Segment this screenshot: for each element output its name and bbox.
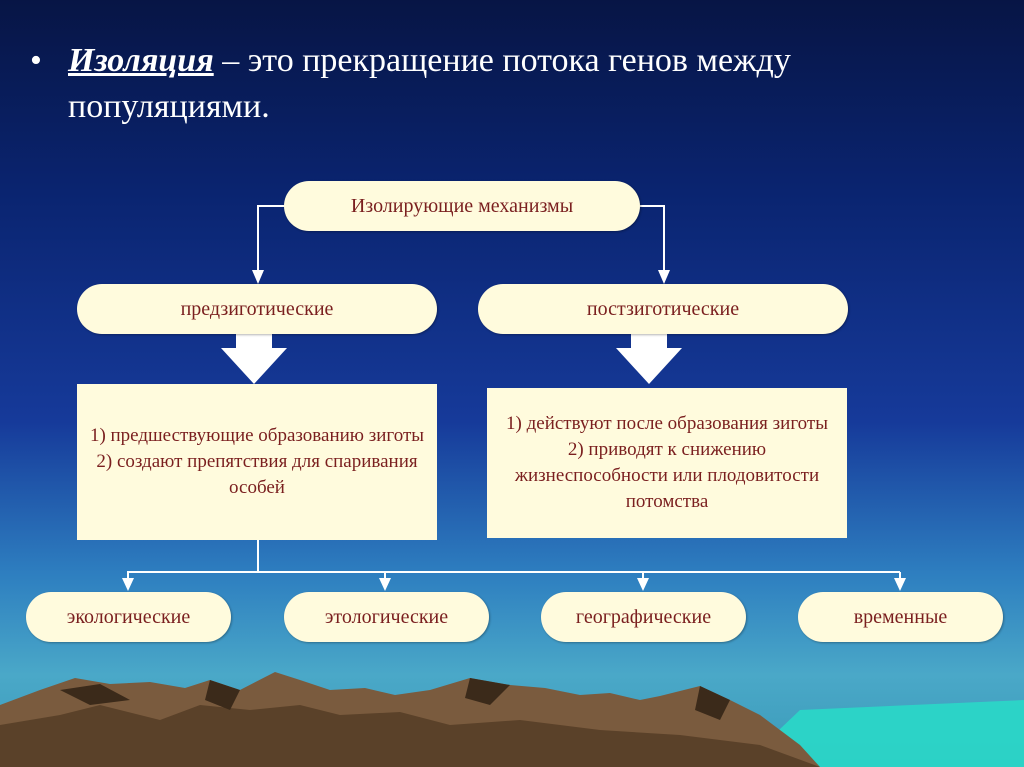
type-node-geographic: географические xyxy=(541,592,746,642)
heading-text: Изоляция – это прекращение потока генов … xyxy=(68,38,968,130)
type-node-ecological: экологические xyxy=(26,592,231,642)
type-node-ethological: этологические xyxy=(284,592,489,642)
prezygotic-description: 1) предшествующие образованию зиготы 2) … xyxy=(77,384,437,540)
prezygotic-line-2: 2) создают препятствия для спаривания ос… xyxy=(96,451,418,498)
postzygotic-line-2: 2) приводят к снижению жизнеспособности … xyxy=(514,439,820,512)
postzygotic-description: 1) действуют после образования зиготы 2)… xyxy=(487,388,847,538)
right-block-arrow xyxy=(616,334,682,384)
prezygotic-node: предзиготические xyxy=(77,284,437,334)
root-node: Изолирующие механизмы xyxy=(284,181,640,231)
prezygotic-line-1: 1) предшествующие образованию зиготы xyxy=(89,425,425,446)
type-node-temporal: временные xyxy=(798,592,1003,642)
postzygotic-node: постзиготические xyxy=(478,284,848,334)
heading-definition: – это прекращение потока генов между поп… xyxy=(68,42,791,125)
left-block-arrow xyxy=(221,334,287,384)
bullet-point: • xyxy=(30,42,42,79)
postzygotic-line-1: 1) действуют после образования зиготы xyxy=(506,413,828,434)
heading-term: Изоляция xyxy=(68,42,214,79)
